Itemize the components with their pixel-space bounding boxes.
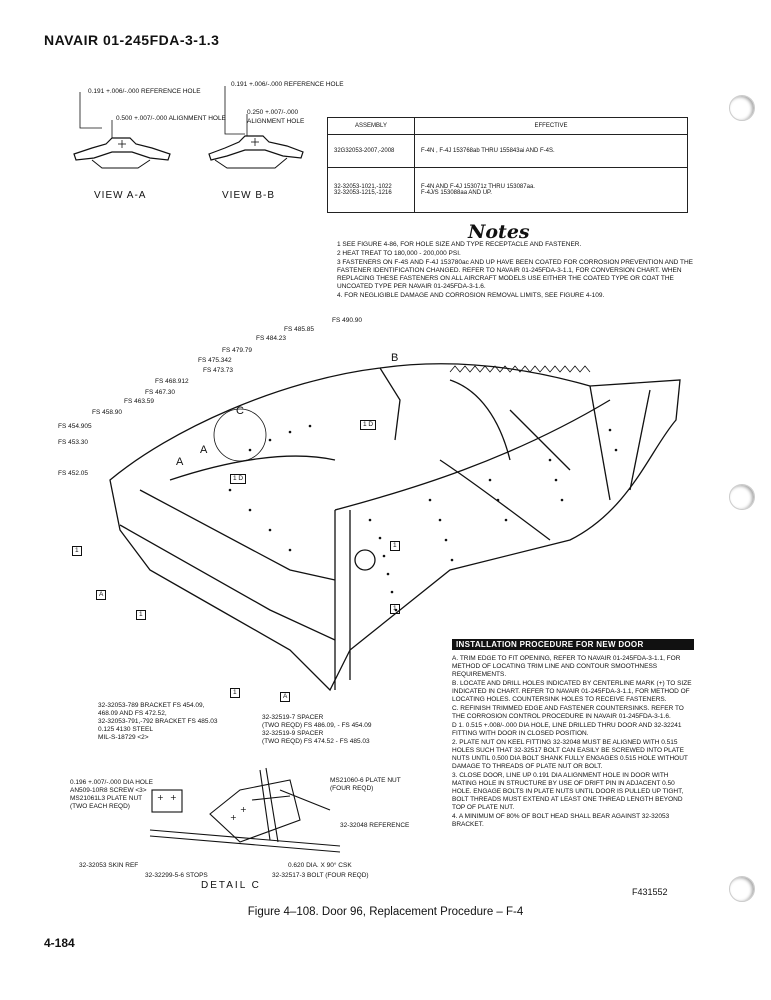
installation-steps: A. TRIM EDGE TO FIT OPENING, REFER TO NA… <box>452 655 692 830</box>
detail-c-label: DETAIL C <box>201 880 261 891</box>
view-bb-align-hole-label-2: ALIGNMENT HOLE <box>247 118 305 125</box>
table-cell: F-4N , F-4J 153768ab THRU 155843ai AND F… <box>414 134 688 168</box>
station-label: FS 473.73 <box>203 367 233 374</box>
station-label: FS 475.342 <box>198 357 232 364</box>
station-label: FS 454.905 <box>58 423 92 430</box>
note-ref-box: 1 <box>136 610 146 620</box>
installation-step: D 1. 0.515 +.008/-.000 DIA HOLE, LINE DR… <box>452 722 682 737</box>
detail-c-drawing: ++ ++ <box>149 767 341 853</box>
detail-callout-c: C <box>236 405 244 417</box>
station-label: FS 468.912 <box>155 378 189 385</box>
installation-step: 4. A MINIMUM OF 80% OF BOLT HEAD SHALL B… <box>452 813 670 828</box>
csk-label: 0.620 DIA. X 90° CSK <box>288 862 352 869</box>
note-item: 2 HEAT TREAT TO 180,000 - 200,000 PSI. <box>337 250 461 257</box>
effectivity-table: ASSEMBLY EFFECTIVE 32G32053-2007,-2008 F… <box>327 117 688 213</box>
table-cell: 32G32053-2007,-2008 <box>327 134 415 168</box>
svg-text:+: + <box>240 805 247 814</box>
binder-hole <box>729 484 755 510</box>
note-item: 3 FASTENERS ON F-4S AND F-4J 153780ac AN… <box>337 259 694 290</box>
view-aa-label: VIEW A-A <box>94 190 147 201</box>
note-ref-box: 1 D <box>230 474 247 484</box>
reference-label: 32-32048 REFERENCE <box>340 822 410 829</box>
table-cell: F-4N AND F-4J 153071z THRU 153087aa. <box>414 167 688 190</box>
installation-step: 3. CLOSE DOOR, LINE UP 0.191 DIA ALIGNME… <box>452 772 684 811</box>
view-bb-ref-hole-label: 0.191 +.006/-.000 REFERENCE HOLE <box>231 81 344 88</box>
notes-title: Notes <box>468 221 530 243</box>
installation-step: 2. PLATE NUT ON KEEL FITTING 32-32048 MU… <box>452 739 688 770</box>
note-ref-box: 1 <box>72 546 82 556</box>
note-ref-box: 1 <box>390 604 400 614</box>
view-ref-box: A <box>280 692 291 702</box>
figure-id: F431552 <box>632 887 668 897</box>
station-label: FS 458.90 <box>92 409 122 416</box>
installation-step: B. LOCATE AND DRILL HOLES INDICATED BY C… <box>452 680 692 703</box>
installation-title: INSTALLATION PROCEDURE FOR NEW DOOR <box>452 639 694 650</box>
note-item: 1 SEE FIGURE 4-86, FOR HOLE SIZE AND TYP… <box>337 241 582 248</box>
table-header: EFFECTIVE <box>414 117 688 135</box>
page-number: 4-184 <box>44 936 75 950</box>
view-aa-align-hole-label: 0.500 +.007/-.000 ALIGNMENT HOLE <box>116 115 226 122</box>
stops-label: 32-32299-5-6 STOPS <box>145 872 208 879</box>
installation-step: A. TRIM EDGE TO FIT OPENING, REFER TO NA… <box>452 655 681 678</box>
station-label: FS 479.79 <box>222 347 252 354</box>
section-callout-a: A <box>200 444 208 456</box>
svg-text:+: + <box>170 793 177 802</box>
document-header: NAVAIR 01-245FDA-3-1.3 <box>44 32 220 48</box>
note-item: 4. FOR NEGLIGIBLE DAMAGE AND CORROSION R… <box>337 292 605 299</box>
station-label: FS 463.59 <box>124 398 154 405</box>
installation-step: C. REFINISH TRIMMED EDGE AND FASTENER CO… <box>452 705 684 720</box>
station-label: FS 452.05 <box>58 470 88 477</box>
spacer-label: 32-32519-7 SPACER (TWO REQD) FS 486.09, … <box>262 714 372 745</box>
station-label: FS 467.30 <box>145 389 175 396</box>
section-callout-a: A <box>176 456 184 468</box>
view-ref-box: A <box>96 590 107 600</box>
view-bb-drawing <box>208 86 304 169</box>
view-bb-align-hole-label: 0.250 +.007/-.000 <box>247 109 299 116</box>
note-ref-box: 1 <box>230 688 240 698</box>
svg-text:+: + <box>230 813 237 822</box>
view-aa-drawing <box>73 92 171 169</box>
figure-caption: Figure 4–108. Door 96, Replacement Proce… <box>247 906 524 918</box>
binder-hole <box>729 95 755 121</box>
bolt-label: 32-32517-3 BOLT (FOUR REQD) <box>272 872 369 879</box>
notes-list: 1 SEE FIGURE 4-86, FOR HOLE SIZE AND TYP… <box>337 241 697 301</box>
table-header: ASSEMBLY <box>327 117 415 135</box>
note-ref-box: 1 <box>390 541 400 551</box>
door-isometric-drawing <box>109 363 681 692</box>
station-label: FS 453.30 <box>58 439 88 446</box>
skin-label: 32-32053 SKIN REF <box>79 862 139 869</box>
svg-text:+: + <box>157 793 164 802</box>
note-ref-box: 1 D <box>360 420 377 430</box>
station-label: FS 485.85 <box>284 326 314 333</box>
table-cell: 32-32053-1215,-1216 <box>327 190 415 213</box>
binder-hole <box>729 876 755 902</box>
station-label: FS 484.23 <box>256 335 286 342</box>
station-label: FS 490.90 <box>332 317 362 324</box>
table-cell: 32-32053-1021,-1022 <box>327 167 415 190</box>
dia-hole-label: 0.196 +.007/-.000 DIA HOLE AN509-10R8 SC… <box>70 779 153 810</box>
table-cell: F-4J/S 153088aa AND UP. <box>414 190 688 213</box>
plate-nut-label: MS21060-6 PLATE NUT (FOUR REQD) <box>330 777 401 792</box>
view-aa-ref-hole-label: 0.191 +.006/-.000 REFERENCE HOLE <box>88 88 201 95</box>
view-bb-label: VIEW B-B <box>222 190 276 201</box>
bracket-label: 32-32053-789 BRACKET FS 454.09, 468.09 A… <box>98 702 218 741</box>
section-callout-b: B <box>391 352 399 364</box>
